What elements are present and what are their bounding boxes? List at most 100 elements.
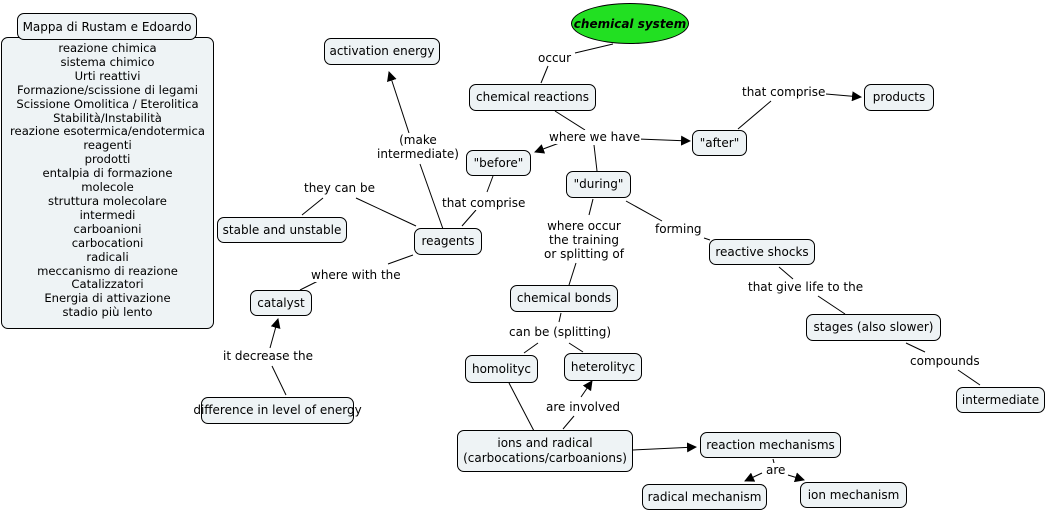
link-label-are-involved: are involved	[545, 400, 622, 414]
link-line	[540, 65, 549, 84]
link-label-where-we-have: where we have	[548, 130, 642, 144]
link-label-line: where occur	[547, 219, 621, 233]
link-line	[625, 200, 663, 222]
link-line	[588, 198, 594, 216]
legend-item: meccanismo di reazione	[37, 263, 178, 278]
link-label-line: intermediate)	[377, 147, 459, 161]
node-chemical-bonds[interactable]: chemical bonds	[510, 285, 618, 312]
node-ions-radical[interactable]: ions and radical (carbocations/carboanio…	[457, 430, 633, 472]
link-label-that-comprise-after: that comprise	[741, 85, 827, 99]
link-line	[387, 254, 414, 265]
legend-item: struttura molecolare	[48, 193, 167, 208]
legend-item: reazione esotermica/endotermica	[10, 124, 205, 139]
legend-item: Urti reattivi	[74, 68, 141, 83]
link-label-line: (make	[399, 133, 437, 147]
legend-item: molecole	[81, 180, 134, 195]
node-reactive-shocks[interactable]: reactive shocks	[709, 239, 815, 265]
legend-title[interactable]: Mappa di Rustam e Edoardo	[17, 13, 197, 40]
link-line	[299, 280, 319, 291]
legend-item: carbocationi	[71, 235, 144, 250]
node-after[interactable]: "after"	[692, 130, 747, 156]
node-catalyst[interactable]: catalyst	[250, 290, 312, 316]
node-reagents[interactable]: reagents	[414, 228, 482, 255]
link-label-that-comprise-before: that comprise	[441, 196, 527, 210]
link-line	[574, 43, 614, 54]
link-line	[817, 295, 846, 315]
link-line	[580, 380, 593, 398]
link-label-occur: occur	[537, 51, 573, 65]
link-line	[562, 415, 575, 430]
node-radical-mechanism[interactable]: radical mechanism	[642, 484, 767, 510]
node-products[interactable]: products	[864, 84, 934, 111]
link-label-are: are	[765, 463, 787, 477]
link-line	[957, 369, 981, 386]
link-label-where-with-the: where with the	[310, 268, 402, 282]
legend-item: Catalizzatori	[71, 277, 144, 292]
legend-item: reagenti	[83, 138, 132, 153]
link-label-they-can-be: they can be	[303, 181, 376, 195]
link-line	[558, 312, 562, 323]
link-line	[737, 100, 772, 130]
link-line	[632, 442, 697, 453]
root-node-chemical-system[interactable]: chemical system	[571, 3, 689, 44]
link-line	[778, 266, 794, 280]
legend-item: carboanioni	[73, 221, 142, 236]
link-line	[825, 91, 862, 102]
link-line	[905, 342, 926, 353]
link-line	[387, 71, 410, 134]
link-label-line: the training	[548, 233, 619, 247]
link-line	[772, 458, 775, 464]
link-line	[508, 382, 535, 432]
link-label-it-decrease: it decrease the	[222, 349, 314, 363]
link-label-make-intermediate: (make intermediate)	[376, 133, 460, 161]
node-before[interactable]: "before"	[466, 150, 531, 176]
node-stages[interactable]: stages (also slower)	[806, 314, 941, 341]
link-line	[271, 365, 287, 396]
node-reaction-mechanisms[interactable]: reaction mechanisms	[700, 432, 841, 458]
link-line	[744, 472, 763, 482]
link-line	[568, 342, 584, 353]
link-line	[355, 197, 417, 227]
node-ions-radical-line2: (carbocations/carboanions)	[463, 451, 627, 465]
link-label-that-give-life: that give life to the	[747, 280, 865, 294]
link-line	[523, 342, 539, 354]
legend-item: entalpia di formazione	[42, 166, 173, 181]
link-label-compounds: compounds	[909, 354, 981, 368]
link-label-forming: forming	[654, 222, 703, 236]
link-label-can-be-splitting: can be (splitting)	[508, 325, 613, 339]
link-line	[486, 175, 494, 193]
legend-item: Energia di attivazione	[44, 291, 171, 306]
legend-item: Formazione/scissione di legami	[17, 82, 198, 97]
legend-item: stadio più lento	[62, 305, 153, 320]
legend-item: sistema chimico	[60, 54, 155, 69]
link-line	[568, 262, 577, 286]
legend-item: Scissione Omolitica / Eterolitica	[16, 96, 199, 111]
node-difference-energy[interactable]: difference in level of energy	[193, 397, 362, 424]
link-line	[269, 318, 281, 349]
legend-item: prodotti	[84, 152, 131, 167]
node-ions-radical-line1: ions and radical	[497, 436, 593, 450]
link-line	[637, 135, 691, 146]
link-line	[301, 197, 324, 216]
node-intermediate[interactable]: intermediate	[956, 387, 1045, 413]
legend-item: reazione chimica	[58, 41, 157, 55]
node-stable-unstable[interactable]: stable and unstable	[217, 217, 347, 243]
legend-item: Stabilità/Instabilità	[53, 110, 162, 125]
link-line	[419, 163, 444, 230]
link-line	[461, 209, 477, 227]
link-label-line: or splitting of	[544, 247, 624, 261]
node-homolityc[interactable]: homolityc	[465, 355, 538, 383]
node-activation-energy[interactable]: activation energy	[324, 38, 440, 65]
link-label-where-occur: where occur the training or splitting of	[543, 219, 625, 261]
node-heterolityc[interactable]: heterolityc	[564, 353, 642, 381]
link-line	[554, 110, 586, 131]
link-line	[787, 472, 805, 483]
legend-item: intermedi	[79, 207, 136, 222]
link-line	[703, 237, 711, 241]
node-chemical-reactions[interactable]: chemical reactions	[469, 84, 596, 111]
legend-item: radicali	[86, 249, 129, 264]
node-during[interactable]: "during"	[566, 171, 631, 198]
node-ion-mechanism[interactable]: ion mechanism	[800, 482, 907, 508]
